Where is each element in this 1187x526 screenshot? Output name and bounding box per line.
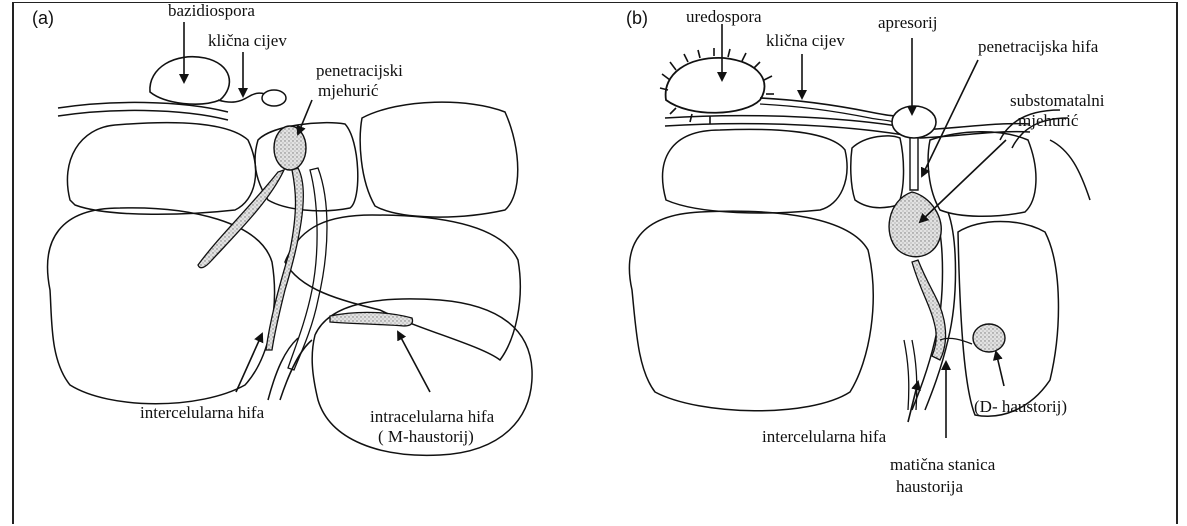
panel-b: (b) [626,7,1105,496]
cell-a1 [67,123,255,215]
label-penetracijska-hifa: penetracijska hifa [978,37,1099,56]
label-intercelularna-a: intercelularna hifa [140,403,265,422]
panel-a-tag: (a) [32,8,54,28]
penetration-hypha-b [910,138,918,190]
panel-b-tag: (b) [626,8,648,28]
cell-a2 [255,123,358,211]
uredospora-shape [660,48,774,124]
label-klicna-cijev-a: klična cijev [208,31,287,50]
label-uredospora: uredospora [686,7,762,26]
label-apresorij: apresorij [878,13,937,32]
cell-a4 [48,208,275,404]
germ-tube-b [760,98,896,116]
panel-a: (a) [32,1,532,455]
m-haustorium [330,312,413,326]
panel-b-host-cells [629,110,1090,416]
label-maticna-line1: matična stanica [890,455,996,474]
label-d-haustorij: (D- haustorij) [974,397,1067,416]
intercellular-hypha-b [912,260,946,360]
cell-b1 [663,129,847,213]
label-intracelularna-line1: intracelularna hifa [370,407,495,426]
penetration-vesicle-a [274,126,306,170]
cell-b2 [851,136,904,208]
label-intracelularna-line2: ( M-haustorij) [378,427,474,446]
cell-b5 [958,222,1058,417]
apresorij-shape [892,106,936,138]
d-haustorium-shape [973,324,1005,352]
label-maticna-line2: haustorija [896,477,963,496]
label-substomatalni-line2: mjehurić [1018,111,1079,130]
label-penetracijski-line1: penetracijski [316,61,403,80]
hypha-a1 [198,170,284,268]
label-klicna-cijev-b: klična cijev [766,31,845,50]
cell-b4 [629,211,873,411]
label-substomatalni-line1: substomatalni [1010,91,1105,110]
cell-b3 [928,132,1036,217]
label-intercelularna-b: intercelularna hifa [762,427,887,446]
label-penetracijski-line2: mjehurić [318,81,379,100]
cell-a3 [360,102,518,217]
label-bazidiospora: bazidiospora [168,1,255,20]
appressorium-a [262,90,286,106]
substomatal-vesicle [889,192,941,257]
hypha-a3 [288,168,327,370]
bazidiospora-shape [150,57,230,104]
